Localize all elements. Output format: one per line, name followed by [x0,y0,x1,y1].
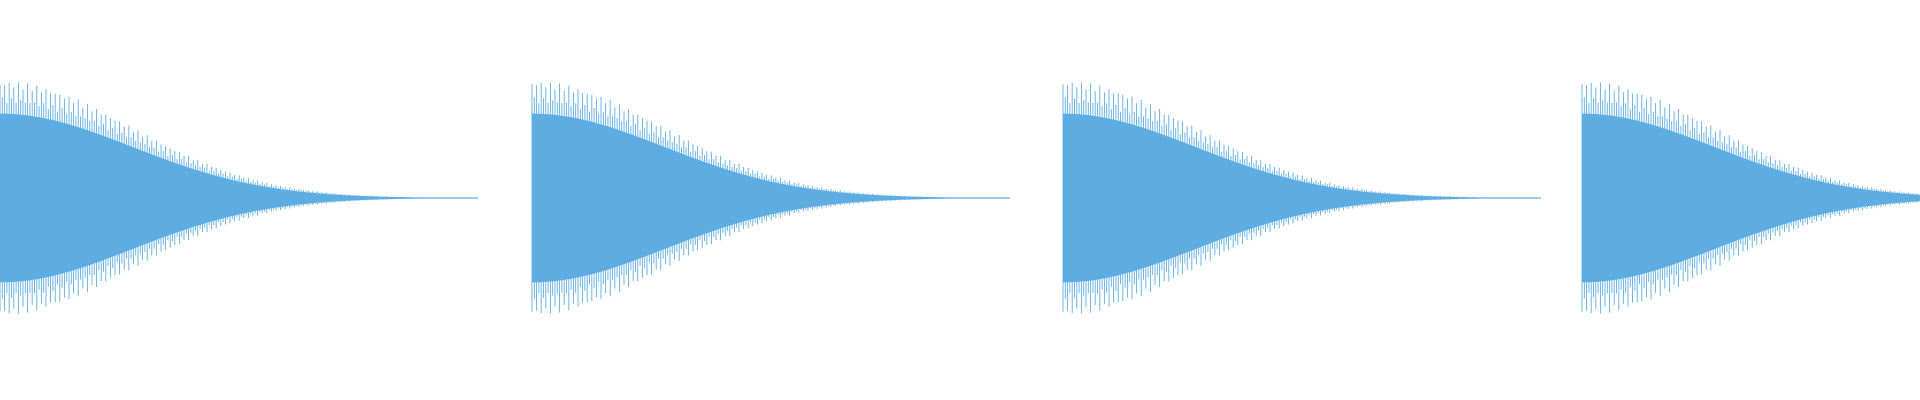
audio-clip-2[interactable] [531,82,1010,314]
audio-clip-4[interactable] [1581,82,1920,314]
audio-clip-1[interactable] [0,82,478,314]
audio-clip-3[interactable] [1062,82,1541,314]
